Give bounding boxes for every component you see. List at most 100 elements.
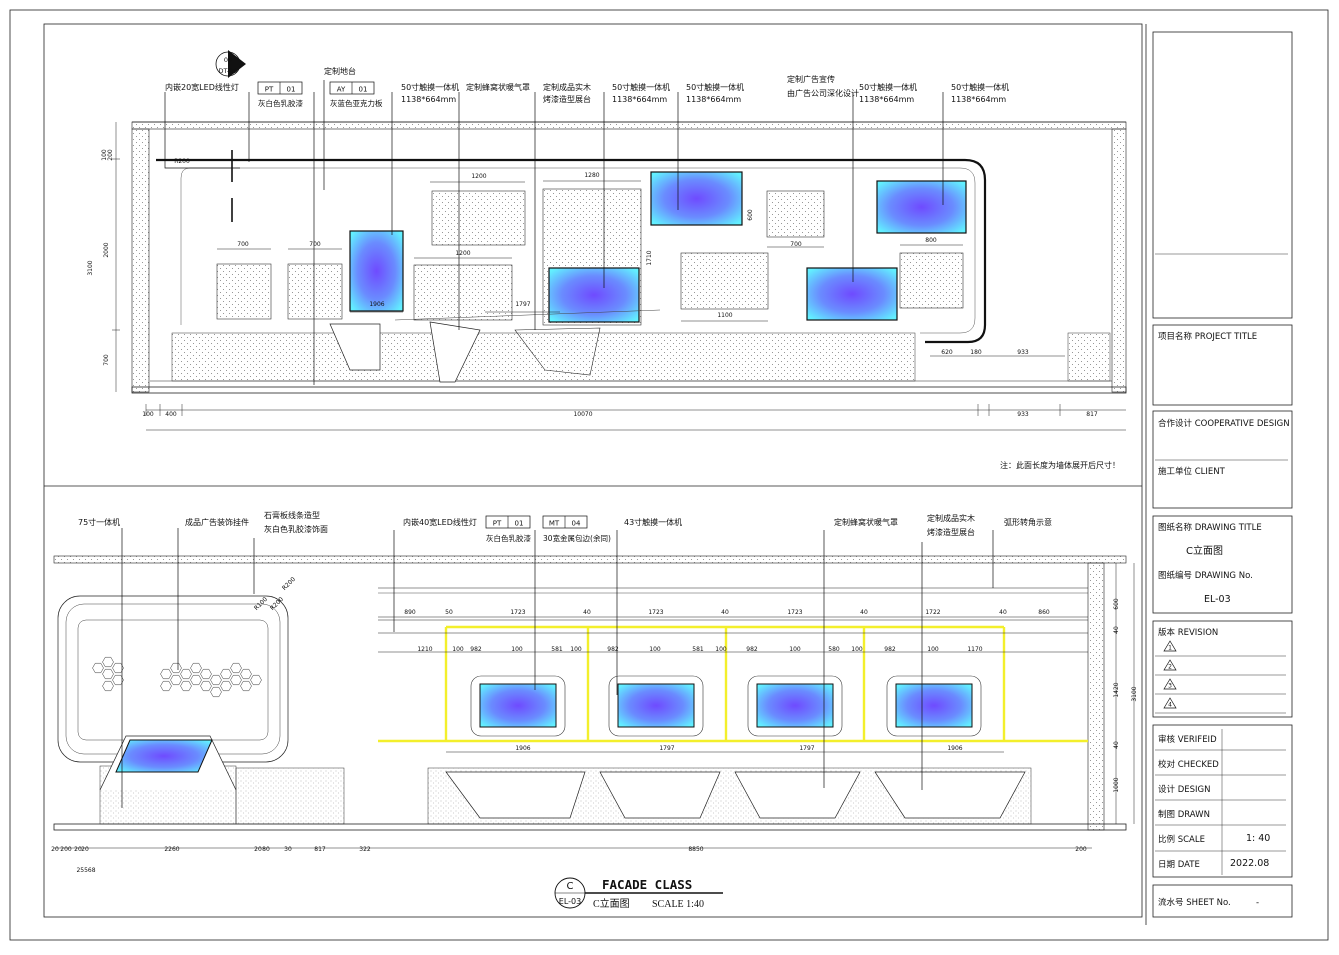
hexagon-decor bbox=[112, 674, 124, 686]
dimension-top: 1723 bbox=[510, 609, 525, 616]
caption-title: FACADE CLASS bbox=[602, 877, 692, 892]
dimension-d180: 180 bbox=[970, 349, 982, 356]
callout-label-tv5s: 1138*664mm bbox=[951, 95, 1006, 104]
dimension-mid: 100 bbox=[789, 646, 801, 653]
hexagon-decor bbox=[180, 668, 192, 680]
dimension-foot: 200 bbox=[60, 846, 72, 853]
dimension-bottom: 1797 bbox=[799, 745, 814, 752]
dimension-r200: R200 bbox=[174, 158, 190, 165]
dimension-foot: 817 bbox=[314, 846, 326, 853]
date-label: 日期 DATE bbox=[1158, 860, 1200, 870]
dimension-top: 1723 bbox=[787, 609, 802, 616]
client-label: 施工单位 CLIENT bbox=[1158, 466, 1226, 477]
callout-label-tv3s: 1138*664mm bbox=[686, 95, 741, 104]
hexagon-decor bbox=[230, 674, 242, 686]
sheet-no-label: 流水号 SHEET No. bbox=[1158, 897, 1231, 908]
callout-label-tv2: 50寸触摸一体机 bbox=[612, 82, 670, 92]
hexagon-decor bbox=[160, 680, 172, 692]
design-label: 设计 DESIGN bbox=[1158, 784, 1210, 795]
dimension-top: 890 bbox=[404, 609, 416, 616]
dimension-top: 40 bbox=[721, 609, 729, 616]
dimension-d1200a: 1200 bbox=[471, 173, 486, 180]
callout-label-gyp2: 灰白色乳胶漆饰面 bbox=[264, 524, 328, 534]
callout-label-shelf2: 烤漆造型展台 bbox=[543, 94, 591, 104]
dimension-d800: 800 bbox=[925, 237, 937, 244]
callout-label-tv4: 50寸触摸一体机 bbox=[859, 82, 917, 92]
dimension-h_low: 700 bbox=[103, 354, 110, 366]
dimension-right: 3100 bbox=[1131, 686, 1138, 701]
dimension-d1100: 1100 bbox=[717, 312, 732, 319]
dimension-mid: 100 bbox=[452, 646, 464, 653]
dimension-mid: 581 bbox=[551, 646, 563, 653]
dimension-mid: 100 bbox=[851, 646, 863, 653]
dimension-right: 1000 bbox=[1113, 777, 1120, 792]
revision-number: 4 bbox=[1168, 702, 1172, 709]
dimension-bottom: 1906 bbox=[515, 745, 530, 752]
revision-triangle-icon bbox=[1163, 640, 1177, 652]
detail-arrow-icon bbox=[228, 50, 246, 78]
hexagon-decor bbox=[240, 668, 252, 680]
dimension-radius: R100 bbox=[253, 596, 269, 612]
dimension-d600: 600 bbox=[747, 209, 754, 221]
hexagon-decor bbox=[180, 680, 192, 692]
dimension-top: 40 bbox=[999, 609, 1007, 616]
drawing-title-value: C立面图 bbox=[1186, 544, 1223, 557]
hexagon-decor bbox=[190, 662, 202, 674]
callout-label-tv5: 50寸触摸一体机 bbox=[951, 82, 1009, 92]
detail-ref-top: 09 bbox=[224, 56, 232, 64]
dimension-foot: 30 bbox=[284, 846, 292, 853]
material-code: MT bbox=[549, 520, 560, 528]
coop-design-label: 合作设计 COOPERATIVE DESIGN bbox=[1158, 418, 1290, 429]
callout-label-shelf3: 定制成品实木 bbox=[927, 513, 975, 523]
hexagon-decor bbox=[250, 674, 262, 686]
material-desc: 30宽金属包边(余同) bbox=[543, 533, 611, 543]
dimension-top: 40 bbox=[583, 609, 591, 616]
callout-label-shelf1: 定制成品实木 bbox=[543, 82, 591, 92]
dimension-foot: 20 bbox=[51, 846, 59, 853]
hexagon-decor bbox=[210, 686, 222, 698]
dimension-foot-total: 25568 bbox=[76, 867, 95, 874]
hexagon-decor bbox=[170, 674, 182, 686]
hexagon-decor bbox=[220, 680, 232, 692]
dimension-w_total: 10070 bbox=[573, 411, 592, 418]
hexagon-decor bbox=[170, 662, 182, 674]
dimension-mid: 100 bbox=[570, 646, 582, 653]
caption-subtitle: C立面图 bbox=[593, 897, 630, 910]
caption-sheet: EL-03 bbox=[559, 897, 581, 906]
dimension-foot: 200 bbox=[1075, 846, 1087, 853]
lower-elevation bbox=[53, 528, 1135, 849]
callout-label-counter: 定制地台 bbox=[324, 66, 356, 76]
dimension-d1710: 1710 bbox=[646, 250, 653, 265]
callout-label-ad2: 由广告公司深化设计 bbox=[787, 88, 859, 98]
callout-label-tv1: 50寸触摸一体机 bbox=[401, 82, 459, 92]
title-block: 项目名称 PROJECT TITLE 合作设计 COOPERATIVE DESI… bbox=[1145, 24, 1293, 925]
logo-box bbox=[1152, 31, 1293, 319]
revision-triangle-icon bbox=[1163, 678, 1177, 690]
drawing-caption: C EL-03 FACADE CLASS C立面图 SCALE 1:40 bbox=[554, 877, 723, 910]
material-num: 01 bbox=[515, 520, 524, 528]
callout-label-tv1s: 1138*664mm bbox=[401, 95, 456, 104]
dimension-mid: 982 bbox=[884, 646, 896, 653]
dimension-right: 600 bbox=[1113, 598, 1120, 610]
dimension-w_l0: 100 bbox=[142, 411, 154, 418]
dimension-mid: 100 bbox=[511, 646, 523, 653]
callout-label-tv2s: 1138*664mm bbox=[612, 95, 667, 104]
callout-label-tv3: 50寸触摸一体机 bbox=[686, 82, 744, 92]
dimension-foot: 2260 bbox=[164, 846, 179, 853]
dimension-d700c: 700 bbox=[790, 241, 802, 248]
dimension-top: 40 bbox=[860, 609, 868, 616]
dimension-foot: 20 bbox=[254, 846, 262, 853]
callout-label-led40: 内嵌40宽LED线性灯 bbox=[403, 517, 477, 527]
material-num: 04 bbox=[572, 520, 581, 528]
callout-label-ad1: 定制广告宣传 bbox=[787, 74, 835, 84]
dimension-mid: 581 bbox=[692, 646, 704, 653]
dimension-bottom: 1797 bbox=[659, 745, 674, 752]
hexagon-decor bbox=[200, 668, 212, 680]
material-desc: 灰白色乳胶漆 bbox=[486, 533, 531, 543]
dimension-top: 1722 bbox=[925, 609, 940, 616]
dimension-mid: 982 bbox=[746, 646, 758, 653]
revision-triangle-icon bbox=[1163, 697, 1177, 709]
hexagon-decor bbox=[220, 668, 232, 680]
hexagon-decor bbox=[240, 680, 252, 692]
hexagon-decor bbox=[230, 662, 242, 674]
